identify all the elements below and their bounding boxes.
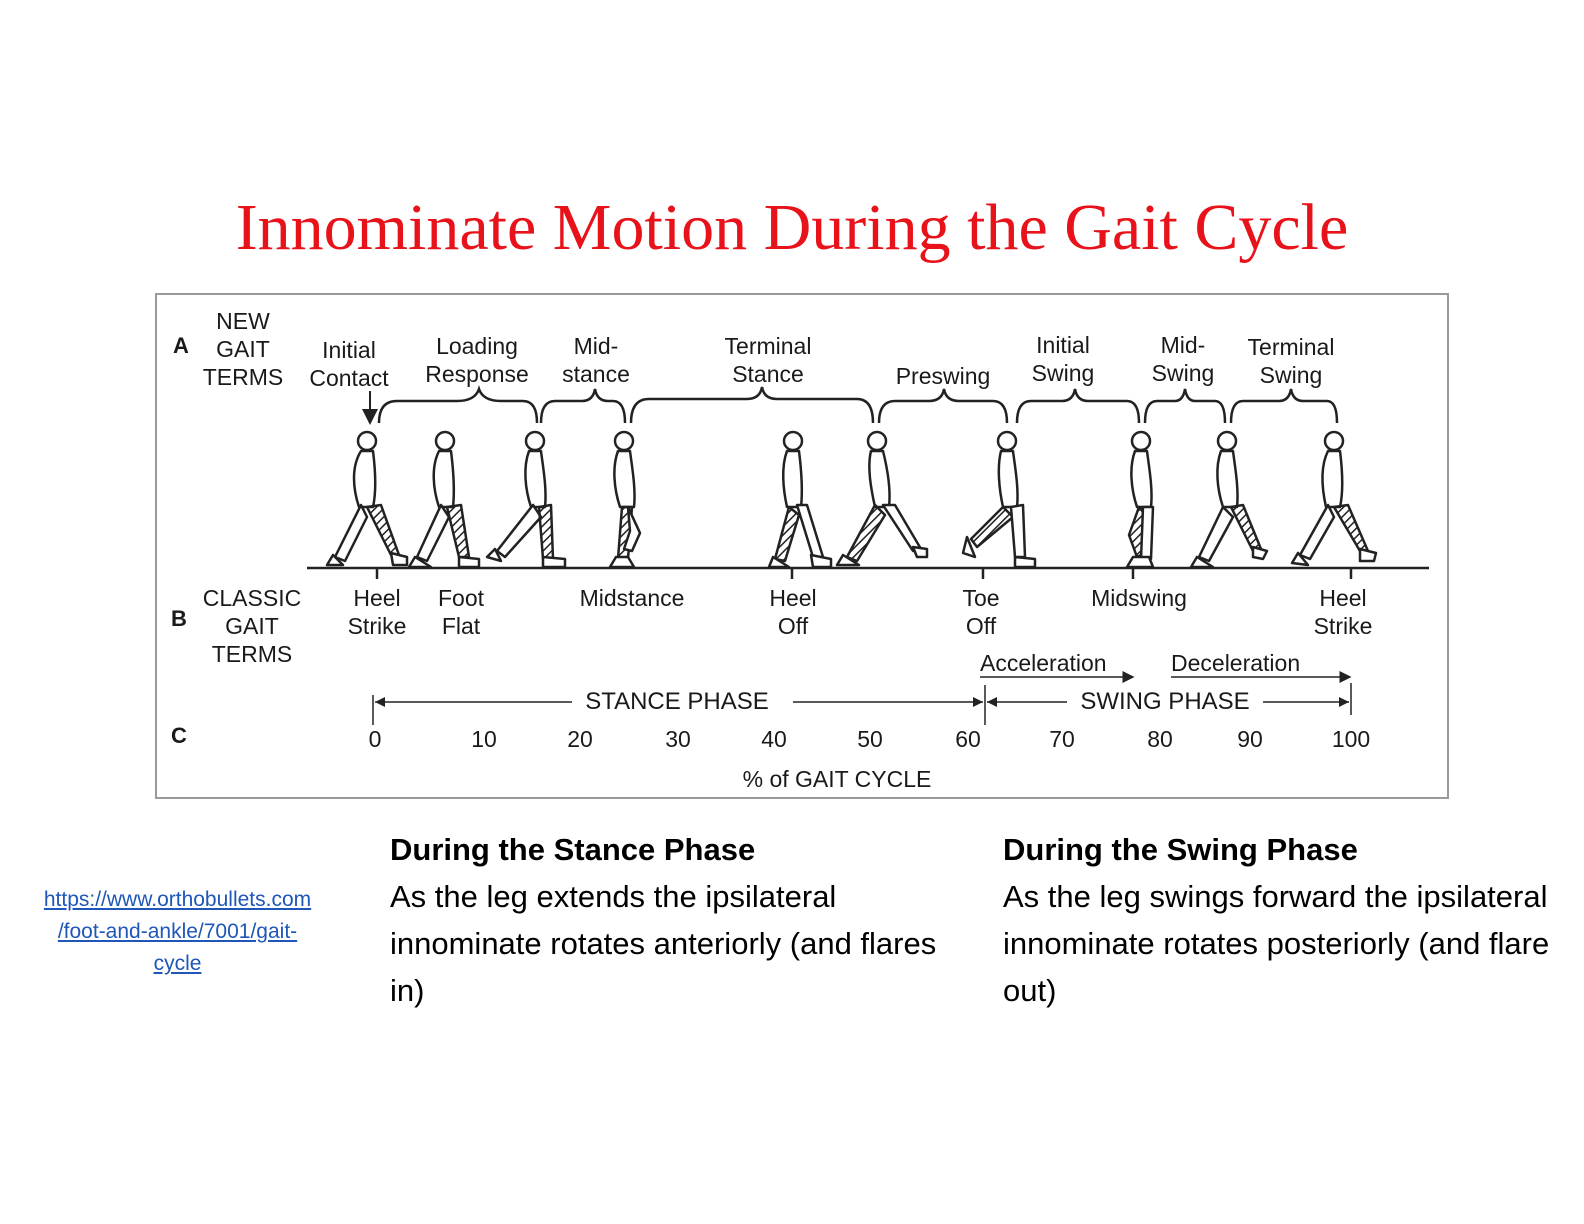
tick-20: 20 — [567, 726, 593, 752]
svg-text:CLASSIC: CLASSIC — [203, 585, 301, 611]
figure-initial-contact — [325, 430, 409, 567]
term-midswing-1: Mid- — [1161, 332, 1206, 358]
term-terminal-swing-1: Terminal — [1248, 334, 1335, 360]
deceleration-label: Deceleration — [1171, 650, 1300, 676]
term-terminal-stance-2: Stance — [732, 361, 804, 387]
percent-tick-labels: 0 10 20 30 40 50 60 70 80 90 100 — [369, 726, 1371, 752]
term-toe-off-1: Toe — [962, 585, 999, 611]
term-loading-response-2: Response — [425, 361, 529, 387]
term-loading-response-1: Loading — [436, 333, 518, 359]
term-initial-swing-2: Swing — [1032, 360, 1095, 386]
figure-loading-response — [485, 430, 567, 569]
tick-30: 30 — [665, 726, 691, 752]
figure-terminal-stance — [767, 430, 833, 569]
term-terminal-stance-1: Terminal — [725, 333, 812, 359]
swing-note-body: As the leg swings forward the ipsilatera… — [1003, 879, 1550, 1008]
tick-40: 40 — [761, 726, 787, 752]
row-c-letter: C — [171, 723, 187, 748]
svg-text:GAIT: GAIT — [225, 613, 279, 639]
stance-phase-note: During the Stance Phase As the leg exten… — [390, 826, 950, 1014]
term-heel-strike-end-2: Strike — [1314, 613, 1373, 639]
row-a-label: NEW GAIT TERMS — [203, 308, 284, 390]
svg-text:TERMS: TERMS — [212, 641, 293, 667]
new-gait-terms: Initial Contact Loading Response Mid- st… — [309, 332, 1334, 391]
tick-50: 50 — [857, 726, 883, 752]
swing-phase-note: During the Swing Phase As the leg swings… — [1003, 826, 1563, 1014]
term-initial-contact-2: Contact — [309, 365, 389, 391]
tick-70: 70 — [1049, 726, 1075, 752]
term-initial-swing-1: Initial — [1036, 332, 1090, 358]
figure-midstance — [608, 430, 642, 569]
acceleration-label: Acceleration — [980, 650, 1107, 676]
term-initial-contact-1: Initial — [322, 337, 376, 363]
figure-midswing — [1125, 430, 1155, 569]
term-heel-off-1: Heel — [769, 585, 816, 611]
phase-bars — [372, 683, 1352, 725]
term-heel-strike-2: Strike — [348, 613, 407, 639]
tick-90: 90 — [1237, 726, 1263, 752]
stance-note-body: As the leg extends the ipsilateral innom… — [390, 879, 937, 1008]
tick-100: 100 — [1332, 726, 1370, 752]
term-classic-midstance: Midstance — [580, 585, 685, 611]
term-foot-flat-1: Foot — [438, 585, 485, 611]
term-heel-strike-end-1: Heel — [1319, 585, 1366, 611]
classic-term-ticks — [375, 568, 1353, 579]
walking-figures — [325, 430, 1378, 569]
term-midswing-2: Swing — [1152, 360, 1215, 386]
tick-0: 0 — [369, 726, 382, 752]
phase-braces — [377, 385, 1339, 424]
stance-note-heading: During the Stance Phase — [390, 832, 756, 867]
figure-foot-flat — [407, 430, 481, 569]
axis-label: % of GAIT CYCLE — [743, 766, 932, 792]
figure-terminal-swing — [1189, 430, 1269, 569]
term-classic-midswing: Midswing — [1091, 585, 1187, 611]
tick-60: 60 — [955, 726, 981, 752]
figure-preswing — [835, 430, 929, 567]
term-foot-flat-2: Flat — [442, 613, 481, 639]
tick-80: 80 — [1147, 726, 1173, 752]
term-midstance-2: stance — [562, 361, 630, 387]
term-heel-off-2: Off — [778, 613, 809, 639]
term-preswing: Preswing — [896, 363, 991, 389]
figure-toe-off — [961, 430, 1037, 569]
gait-cycle-diagram: A B C NEW GAIT TERMS Initial Contact Loa… — [155, 293, 1449, 799]
row-a-letter: A — [173, 333, 189, 358]
slide-title: Innominate Motion During the Gait Cycle — [235, 191, 1349, 264]
term-terminal-swing-2: Swing — [1260, 362, 1323, 388]
term-midstance-1: Mid- — [574, 333, 619, 359]
row-b-label: CLASSIC GAIT TERMS — [203, 585, 301, 667]
row-b-letter: B — [171, 606, 187, 631]
swing-phase-label: SWING PHASE — [1080, 688, 1249, 715]
tick-10: 10 — [471, 726, 497, 752]
term-toe-off-2: Off — [966, 613, 997, 639]
classic-gait-terms: Heel Strike Foot Flat Midstance Heel Off… — [348, 585, 1373, 639]
svg-text:GAIT: GAIT — [216, 336, 270, 362]
source-link[interactable]: https://www.orthobullets.com /foot-and-a… — [43, 888, 312, 975]
swing-note-heading: During the Swing Phase — [1003, 832, 1358, 867]
term-heel-strike-1: Heel — [353, 585, 400, 611]
stance-phase-label: STANCE PHASE — [585, 688, 769, 715]
svg-text:TERMS: TERMS — [203, 364, 284, 390]
svg-text:NEW: NEW — [216, 308, 270, 334]
figure-heel-strike — [1290, 430, 1378, 567]
